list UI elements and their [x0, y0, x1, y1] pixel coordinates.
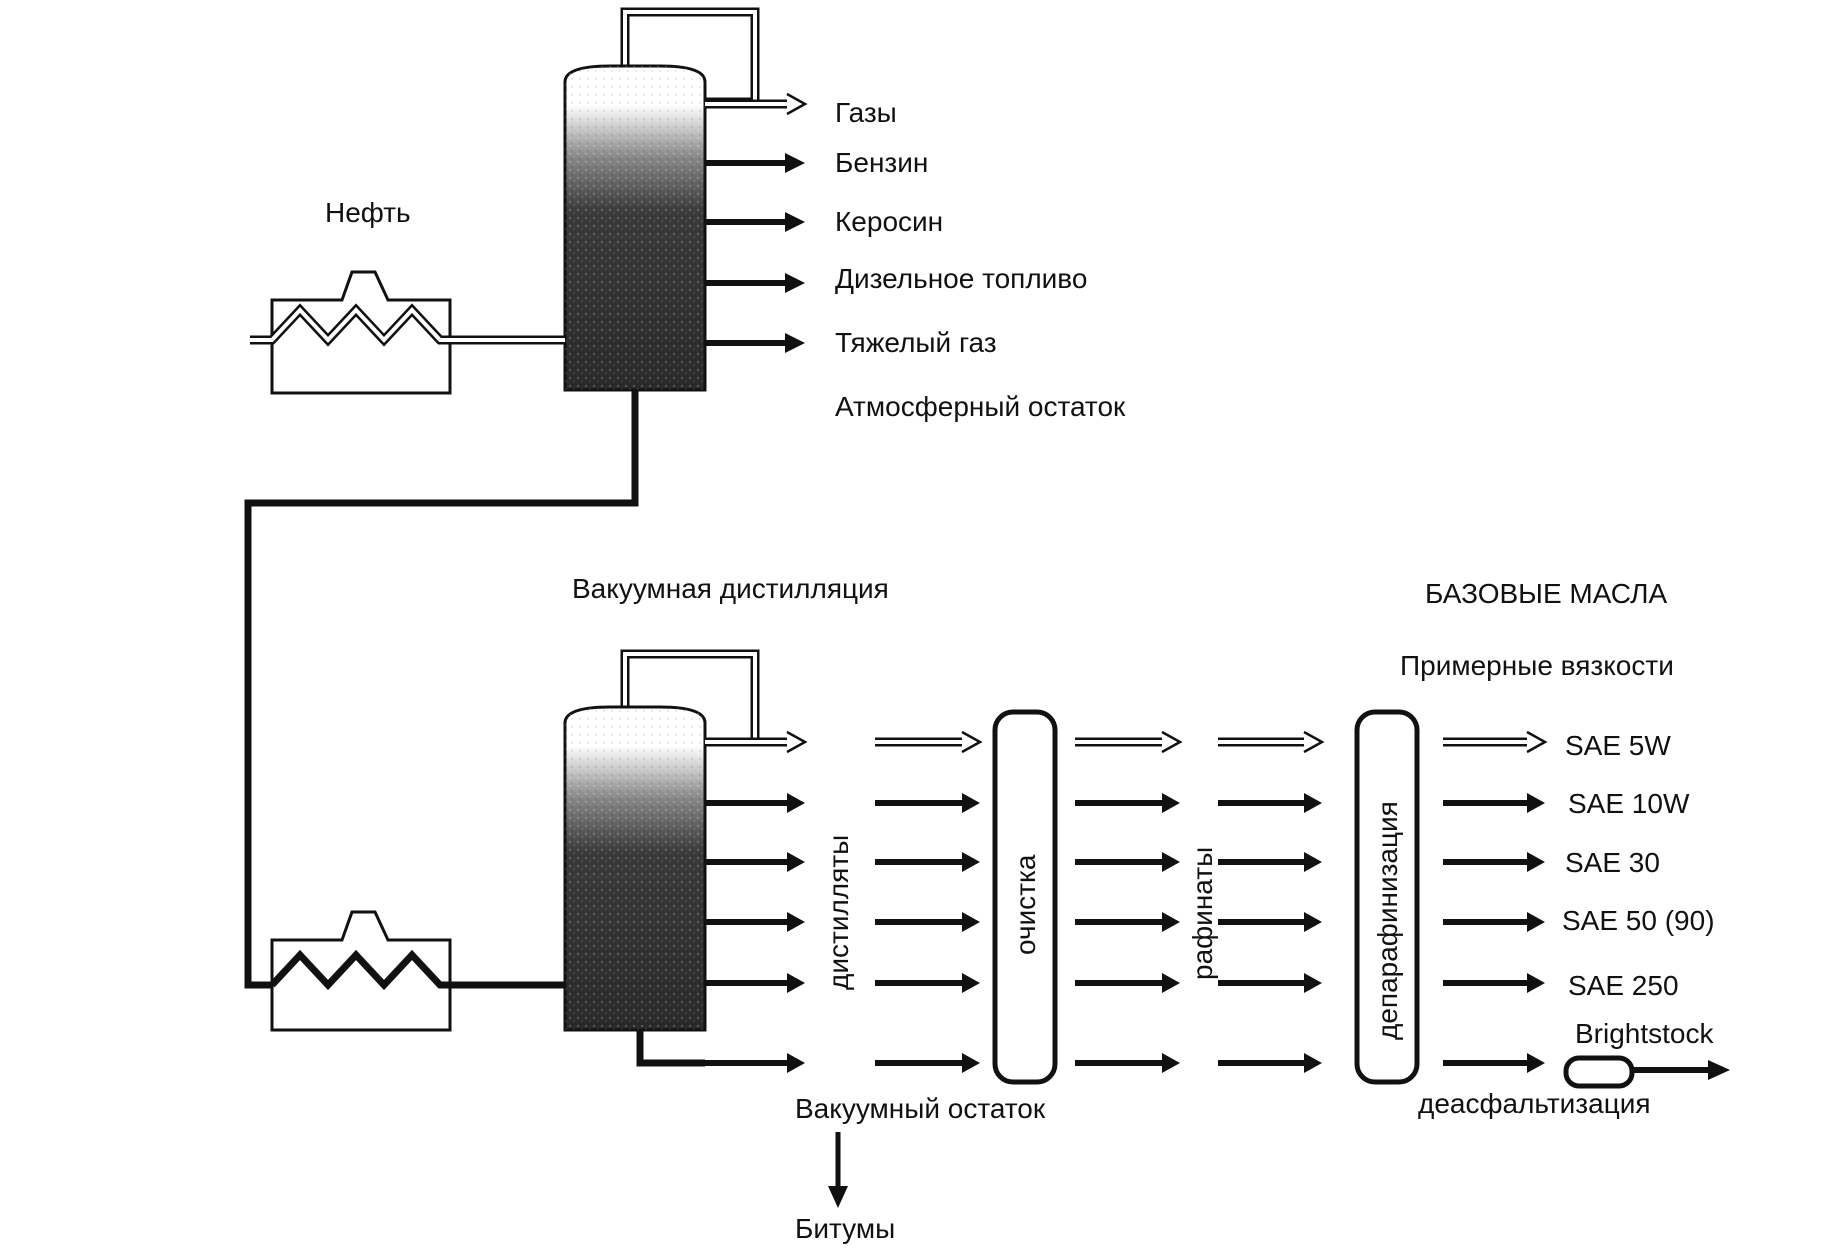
product-kerosene: Керосин	[835, 206, 943, 237]
process-arrow-r2-c4	[1443, 852, 1545, 872]
process-arrow-r4-c4	[1443, 973, 1545, 993]
process-arrow-r3-c3	[1218, 912, 1322, 932]
process-arrow-r2-c0	[705, 852, 805, 872]
grade-sae-30: SAE 30	[1565, 847, 1660, 878]
product-atmospheric-residue: Атмосферный остаток	[835, 391, 1126, 422]
product-heavy-gas: Тяжелый газ	[835, 327, 997, 358]
cleaning-label: очистка	[1010, 854, 1041, 955]
vacuum-distillation-label: Вакуумная дистилляция	[572, 573, 889, 604]
process-arrow-r1-c3	[1218, 793, 1322, 813]
process-arrow-r4-c1	[875, 973, 980, 993]
atmospheric-outputs: Газы Бензин Керосин Дизельное топливо Тя…	[705, 92, 1126, 422]
gasoline-arrow	[705, 153, 805, 173]
product-gasoline: Бензин	[835, 147, 928, 178]
process-arrow-r5-c1	[875, 1053, 980, 1073]
product-gases: Газы	[835, 97, 897, 128]
grade-sae-5w: SAE 5W	[1565, 730, 1671, 761]
process-arrow-r0-c1	[875, 730, 983, 754]
process-arrow-r0-c2	[1075, 730, 1183, 754]
raffinates-label: рафинаты	[1187, 847, 1218, 980]
approx-viscosities-label: Примерные вязкости	[1400, 650, 1674, 681]
process-arrow-r4-c0	[705, 973, 805, 993]
atmospheric-column	[563, 7, 760, 392]
diesel-arrow	[705, 273, 805, 293]
grade-sae-50-90: SAE 50 (90)	[1562, 905, 1715, 936]
distillates-label: дистилляты	[823, 835, 854, 990]
process-arrow-r0-c0	[705, 730, 808, 754]
process-arrow-r4-c2	[1075, 973, 1180, 993]
process-arrow-r1-c0	[705, 793, 805, 813]
crude-label: Нефть	[325, 197, 411, 228]
product-diesel: Дизельное топливо	[835, 263, 1087, 294]
deasphalting-label: деасфальтизация	[1418, 1088, 1651, 1119]
bitumen-arrow	[828, 1132, 848, 1208]
bitumen-label: Битумы	[795, 1213, 895, 1244]
process-arrow-r4-c3	[1218, 973, 1322, 993]
process-arrow-r2-c1	[875, 852, 980, 872]
heater-vacuum	[269, 910, 565, 1032]
heavy-gas-arrow	[705, 333, 805, 353]
process-arrow-r3-c4	[1443, 912, 1545, 932]
vacuum-column	[563, 649, 760, 1032]
process-arrow-r3-c2	[1075, 912, 1180, 932]
kerosene-arrow	[705, 212, 805, 232]
deasphalting-unit	[1563, 1055, 1635, 1089]
cleaning-unit: очистка	[992, 709, 1058, 1085]
base-oils-title: БАЗОВЫЕ МАСЛА	[1425, 578, 1667, 609]
vacuum-residue-pipe	[636, 1030, 705, 1067]
process-arrow-r0-c4	[1443, 730, 1548, 754]
process-arrow-r2-c2	[1075, 852, 1180, 872]
process-arrow-r5-c2	[1075, 1053, 1180, 1073]
dewaxing-unit: депарафинизация	[1354, 709, 1420, 1085]
grade-sae-10w: SAE 10W	[1568, 788, 1690, 819]
gas-arrow	[705, 92, 808, 116]
heater-atmospheric	[250, 270, 565, 395]
brightstock-label: Brightstock	[1575, 1018, 1714, 1049]
process-arrow-r1-c2	[1075, 793, 1180, 813]
dewaxing-label: депарафинизация	[1372, 801, 1403, 1040]
process-arrow-r5-c0	[705, 1053, 805, 1073]
residue-pipe	[244, 390, 639, 989]
process-arrow-r3-c0	[705, 912, 805, 932]
grade-sae-250: SAE 250	[1568, 970, 1679, 1001]
process-arrow-r0-c3	[1218, 730, 1325, 754]
process-arrow-r1-c1	[875, 793, 980, 813]
vacuum-residue-label: Вакуумный остаток	[795, 1093, 1046, 1124]
brightstock-arrow	[1632, 1060, 1730, 1080]
process-rows	[705, 730, 1548, 1073]
process-arrow-r3-c1	[875, 912, 980, 932]
process-arrow-r1-c4	[1443, 793, 1545, 813]
process-arrow-r5-c4	[1443, 1053, 1545, 1073]
process-arrow-r2-c3	[1218, 852, 1322, 872]
process-arrow-r5-c3	[1218, 1053, 1322, 1073]
